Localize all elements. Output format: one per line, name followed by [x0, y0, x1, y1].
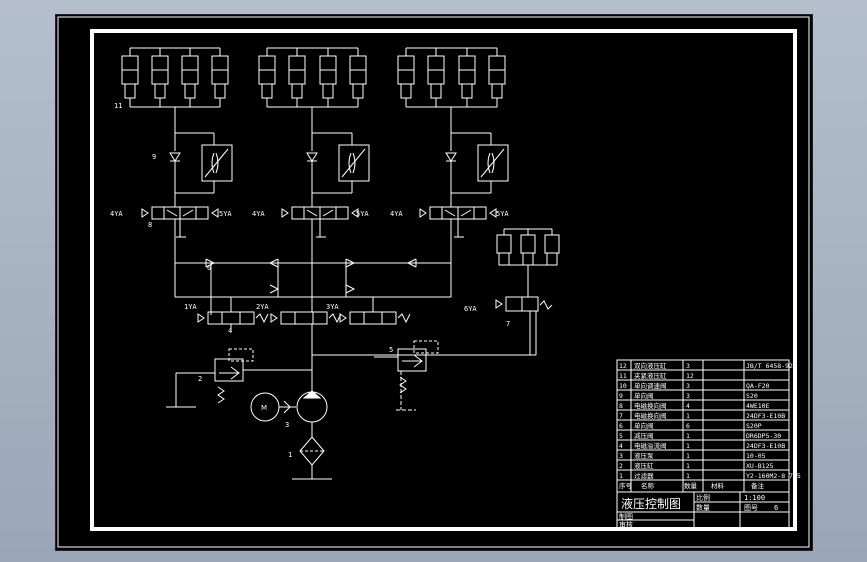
clamp-cylinders: [312, 228, 560, 356]
row-qty: 3: [686, 362, 690, 370]
row-name: 减压阀: [634, 431, 654, 440]
row-name: 单向调速阀: [634, 381, 667, 390]
row-spec: QA-F20: [746, 382, 770, 390]
row-no: 4: [619, 442, 623, 450]
row-spec: JB/T 6458-92: [746, 362, 793, 370]
row-no: 5: [619, 432, 623, 440]
checked-label: 审核: [619, 520, 633, 529]
header-qty: 数量: [684, 481, 698, 490]
row-name: 过滤器: [634, 471, 654, 480]
hydraulic-schematic: 11 9 4YA 5YA 4YA: [57, 16, 810, 548]
ratio-label: 比例: [696, 493, 710, 502]
row-no: 11: [619, 372, 627, 380]
valve-label-5ya-2: 5YA: [356, 210, 369, 218]
row-no: 6: [619, 422, 623, 430]
row-no: 2: [619, 462, 623, 470]
valve-label-3ya: 3YA: [326, 303, 339, 311]
label-6: 6: [207, 264, 211, 272]
valve-label-5ya-3: 5YA: [496, 210, 509, 218]
header-remark: 备注: [751, 481, 765, 490]
valve-label-4ya-3: 4YA: [390, 210, 403, 218]
valve-label-5ya-1: 5YA: [219, 210, 232, 218]
row-name: 电磁换向阀: [634, 411, 667, 420]
row-qty: 3: [686, 392, 690, 400]
label-7: 7: [506, 320, 510, 328]
cylinder-group-2: [258, 47, 367, 151]
relief-valve-right: [374, 340, 439, 411]
valve-label-2ya: 2YA: [256, 303, 269, 311]
row-name: 单向阀: [634, 421, 654, 430]
check-manifold: [174, 258, 452, 315]
directional-valves: [141, 206, 497, 263]
row-name: 夹紧液压缸: [634, 371, 667, 380]
label-4: 4: [228, 327, 232, 335]
header-material: 材料: [711, 481, 725, 490]
cylinder-group-1: [121, 47, 229, 151]
label-5: 5: [389, 346, 393, 354]
inner-frame: [90, 29, 797, 531]
row-spec: XU-B125: [746, 462, 773, 470]
row-qty: 1: [686, 452, 690, 460]
row-name: 液压缸: [634, 461, 654, 470]
motor-label: M: [261, 404, 267, 412]
row-name: 电磁换向阀: [634, 401, 667, 410]
relief-valve-left: [166, 348, 312, 408]
label-3: 3: [285, 421, 289, 429]
title-text: 液压控制图: [621, 496, 681, 511]
row-qty: 1: [686, 472, 690, 480]
header-name: 名称: [641, 481, 655, 490]
row-no: 7: [619, 412, 623, 420]
row-no: 9: [619, 392, 623, 400]
row-qty: 1: [686, 412, 690, 420]
row-name: 双向液压缸: [634, 361, 667, 370]
row-spec: 24DF3-E10B: [746, 412, 785, 420]
middle-valves: [197, 297, 411, 391]
cylinder-group-3: [397, 47, 506, 151]
row-qty: 4: [686, 402, 690, 410]
scale-value: 1:100: [744, 494, 765, 502]
outer-frame: [57, 16, 810, 548]
valve-label-4ya-2: 4YA: [252, 210, 265, 218]
row-qty: 3: [686, 382, 690, 390]
row-spec: Y2-160M2-8 7.5: [746, 472, 801, 480]
row-no: 1: [619, 472, 623, 480]
check-valves-row: [169, 132, 492, 207]
valve-label-6ya: 6YA: [464, 305, 477, 313]
valve-label-1ya: 1YA: [184, 303, 197, 311]
label-9: 9: [152, 153, 156, 161]
row-name: 电磁溢流阀: [634, 441, 667, 450]
cad-viewport[interactable]: 11 9 4YA 5YA 4YA: [55, 14, 813, 551]
drawn-label: 制图: [619, 512, 633, 521]
row-no: 10: [619, 382, 627, 390]
row-spec: S20P: [746, 422, 762, 430]
sheet-no: 6: [774, 504, 778, 512]
header-no: 序号: [619, 481, 633, 490]
row-no: 8: [619, 402, 623, 410]
row-qty: 1: [686, 442, 690, 450]
row-qty: 6: [686, 422, 690, 430]
row-spec: 4WE10E: [746, 402, 770, 410]
row-qty: 1: [686, 432, 690, 440]
row-no: 3: [619, 452, 623, 460]
row-spec: 24DF3-E10B: [746, 442, 785, 450]
row-spec: S20: [746, 392, 758, 400]
label-2: 2: [198, 375, 202, 383]
row-no: 12: [619, 362, 627, 370]
row-qty: 12: [686, 372, 694, 380]
cylinder-label: 11: [114, 102, 122, 110]
row-name: 单向阀: [634, 391, 654, 400]
row-spec: 10-05: [746, 452, 766, 460]
qty-label: 数量: [696, 503, 710, 512]
row-name: 液压泵: [634, 451, 654, 460]
label-8: 8: [148, 221, 152, 229]
label-1: 1: [288, 451, 292, 459]
sheet-label: 图号: [744, 504, 758, 512]
row-spec: DR6DP5-30: [746, 432, 781, 440]
pump-motor: [250, 390, 332, 480]
row-qty: 1: [686, 462, 690, 470]
speed-valves: [201, 144, 509, 182]
valve-label-4ya-1: 4YA: [110, 210, 123, 218]
